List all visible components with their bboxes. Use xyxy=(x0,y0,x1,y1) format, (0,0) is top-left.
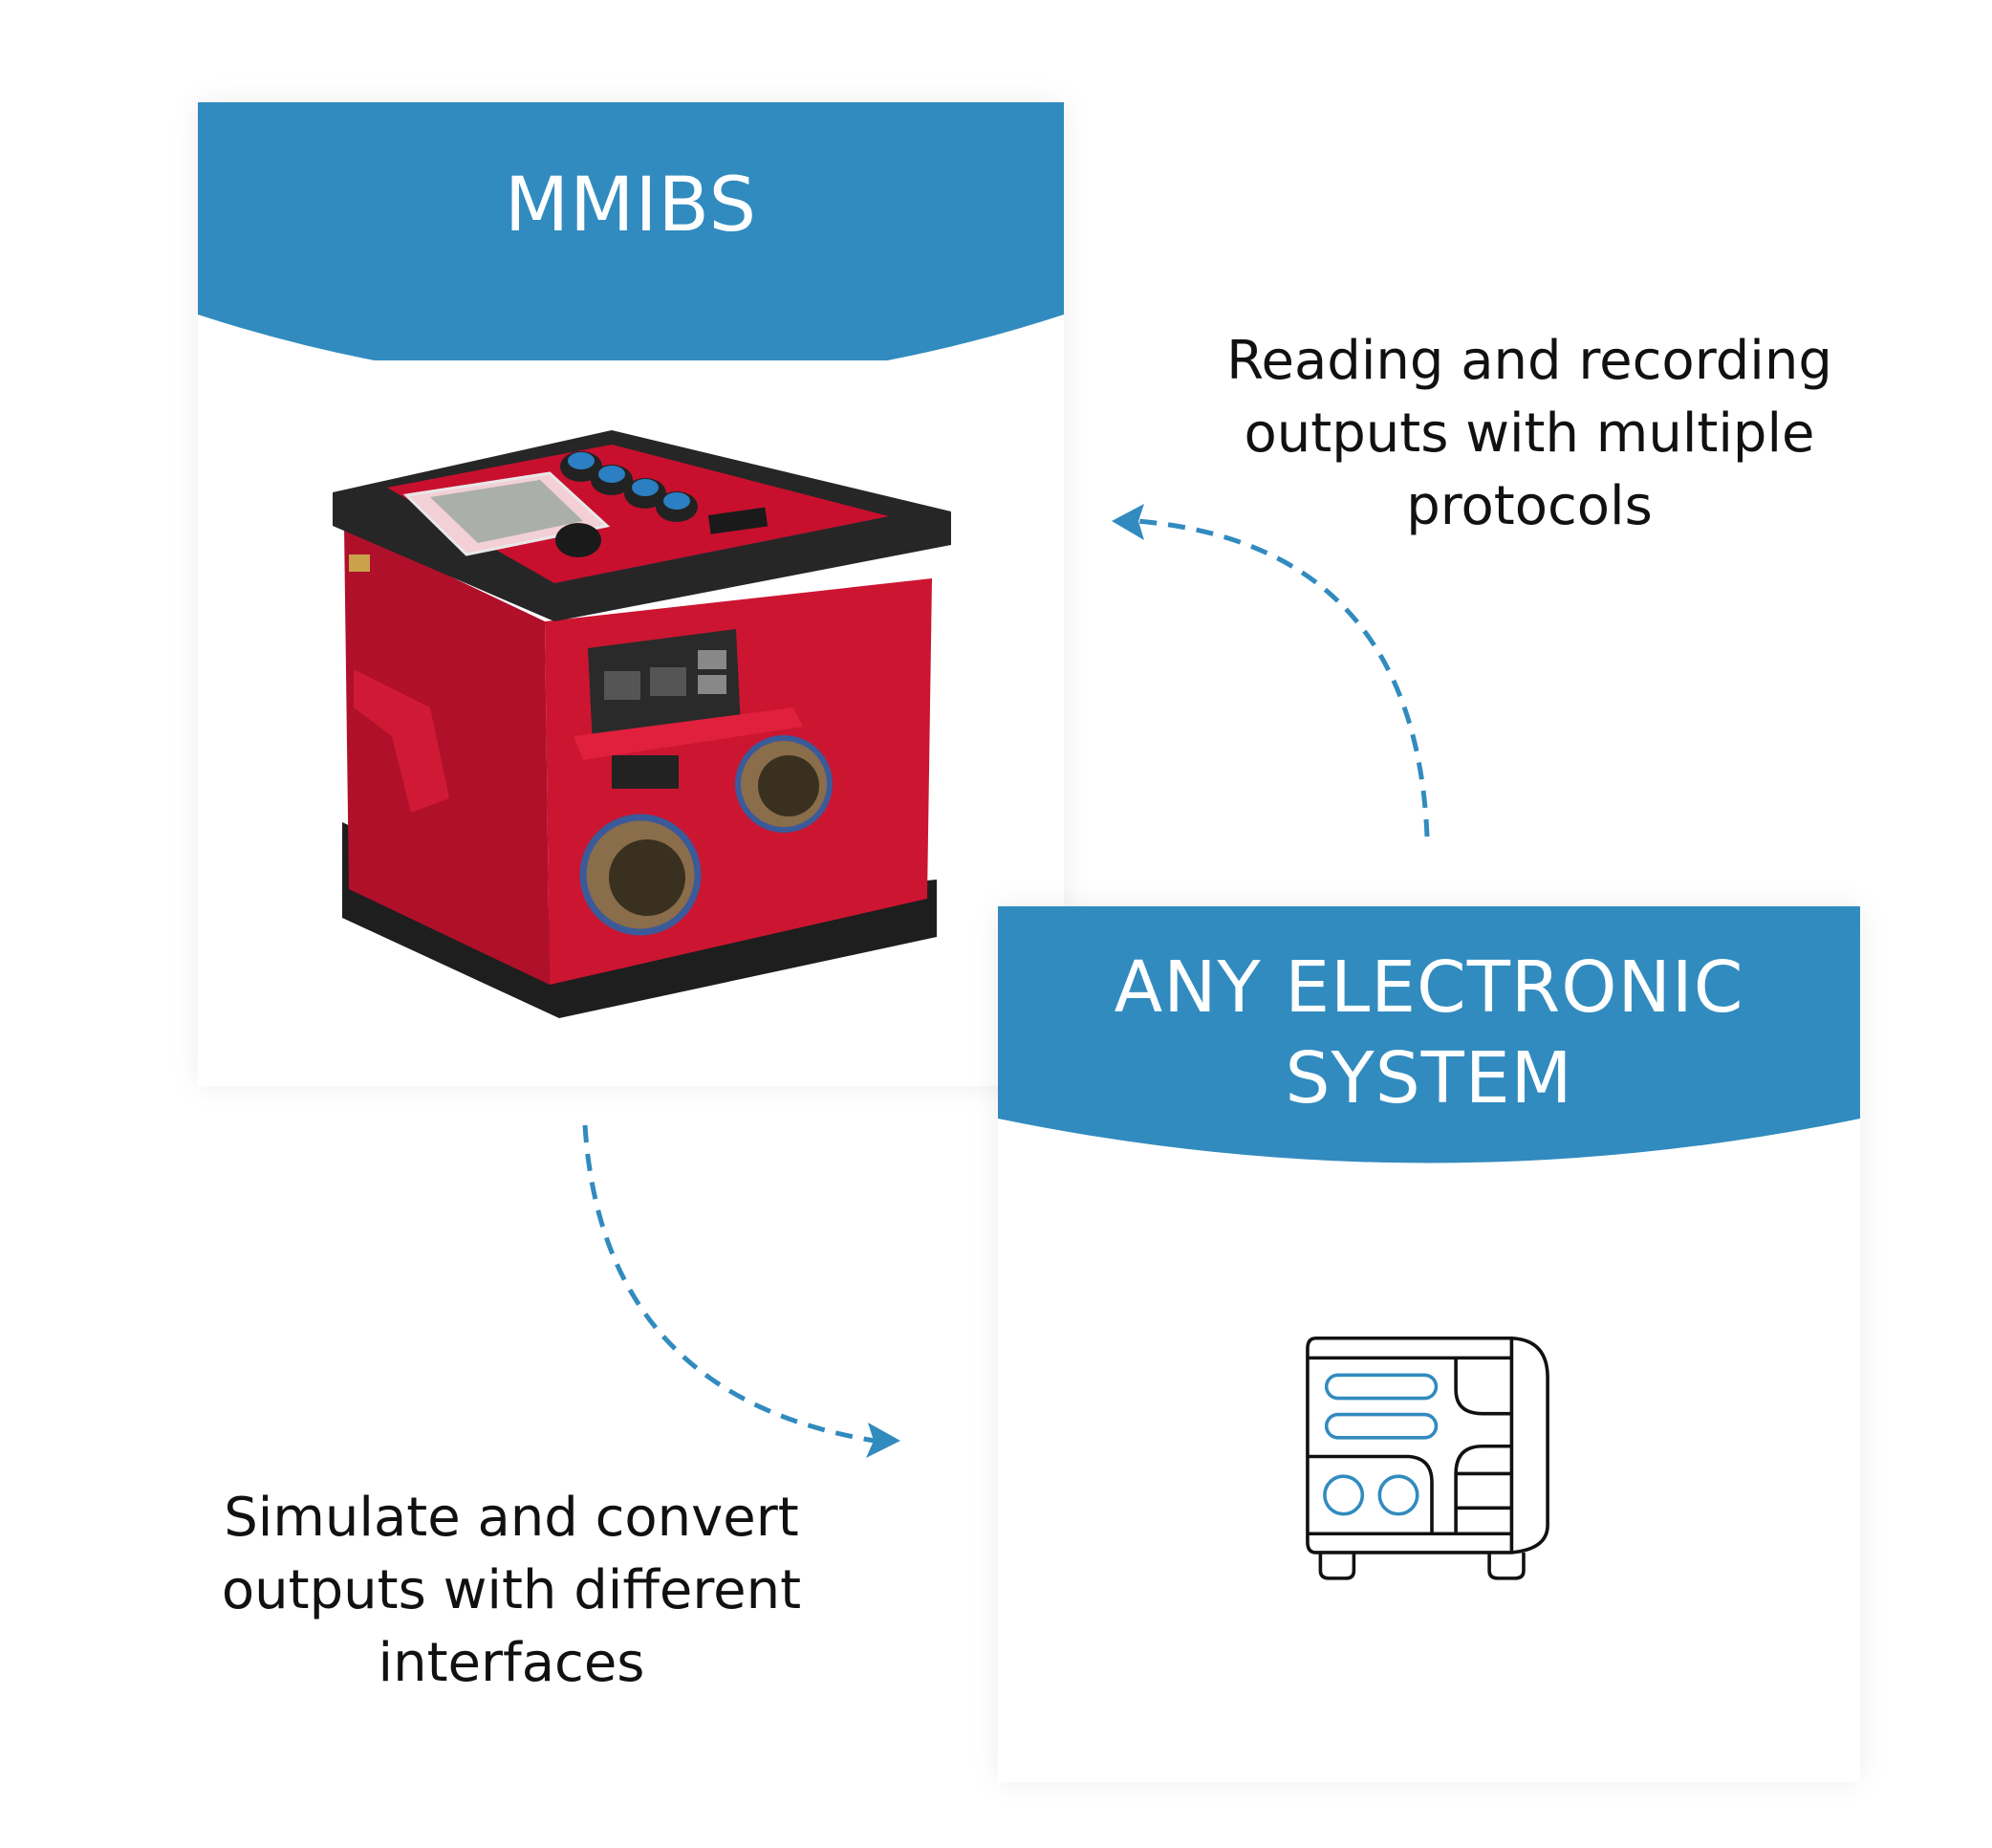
simulate-convert-caption: Simulate and convert outputs with differ… xyxy=(153,1482,870,1700)
caption-line: interfaces xyxy=(378,1632,645,1694)
caption-line: outputs with different xyxy=(221,1559,802,1621)
electronic-system-card: ANY ELECTRONIC SYSTEM xyxy=(998,906,1860,1782)
caption-line: Reading and recording xyxy=(1226,330,1832,392)
arrow-to-mmibs-icon xyxy=(1112,504,1430,837)
mmibs-device-image xyxy=(333,430,951,1018)
arrow-to-system-icon xyxy=(582,1124,900,1458)
caption-line: protocols xyxy=(1406,475,1653,537)
reading-recording-caption: Reading and recording outputs with multi… xyxy=(1166,325,1893,543)
electronic-equipment-icon xyxy=(1306,1336,1549,1580)
caption-line: Simulate and convert xyxy=(224,1487,799,1549)
mmibs-header-banner xyxy=(198,102,1064,360)
system-title-line2: SYSTEM xyxy=(1285,1037,1573,1120)
system-header-banner xyxy=(998,906,1860,1163)
system-title: ANY ELECTRONIC SYSTEM xyxy=(998,943,1860,1124)
caption-line: outputs with multiple xyxy=(1244,402,1815,465)
system-title-line1: ANY ELECTRONIC xyxy=(1114,946,1744,1029)
mmibs-title: MMIBS xyxy=(504,163,758,249)
